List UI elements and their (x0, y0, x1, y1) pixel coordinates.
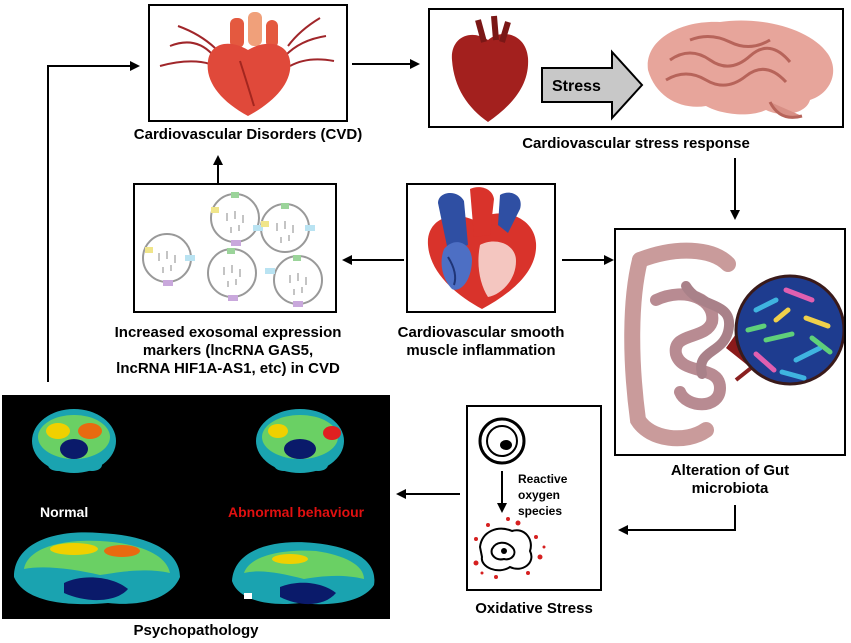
stress-arrow-label: Stress (552, 78, 601, 95)
stress-arrow: Stress (541, 49, 644, 121)
abnormal-behaviour-text: Abnormal behaviour (228, 504, 365, 520)
arrow-psycho-to-cvd (47, 61, 140, 382)
smooth-muscle-label-line-2: muscle inflammation (406, 342, 556, 359)
smooth-muscle-label-line-1: Cardiovascular smooth (397, 324, 565, 341)
exosomal-label: Increased exosomal expression markers (l… (78, 324, 378, 378)
stress-response-box: Stress (428, 8, 844, 128)
ros-cell-illustration: Reactive oxygen species (473, 417, 568, 579)
exosomal-label-line-3: lncRNA HIF1A-AS1, etc) in CVD (116, 360, 340, 377)
smooth-muscle-label: Cardiovascular smooth muscle inflammatio… (371, 324, 591, 360)
brain-scan-abnormal-sagittal (232, 542, 375, 605)
gut-label: Alteration of Gut microbiota (630, 462, 830, 498)
psychopathology-label: Psychopathology (133, 622, 259, 639)
smooth-muscle-box (406, 183, 556, 313)
brain-scan-normal-sagittal (14, 532, 180, 605)
gut-microbiota-illustration (624, 242, 844, 447)
oxidative-box: Reactive oxygen species (466, 405, 602, 591)
oxidative-label: Oxidative Stress (475, 600, 593, 617)
anatomical-heart-icon (451, 34, 529, 122)
gut-label-line-2: microbiota (691, 480, 769, 497)
cvd-box (148, 4, 348, 122)
psychopathology-panel: Normal Abnormal behaviour (2, 395, 390, 619)
arrow-gut-to-oxidative (618, 505, 736, 535)
heart-brain-illustration: Stress (451, 15, 834, 122)
brain-scan-normal-coronal (32, 409, 116, 473)
brain-icon (647, 20, 834, 115)
gut-box (614, 228, 846, 456)
stress-response-label: Cardiovascular stress response (522, 135, 750, 152)
brain-scan-images: Normal Abnormal behaviour (14, 409, 375, 605)
gut-label-line-1: Alteration of Gut (670, 462, 790, 479)
ros-text-line-1: Reactive (518, 472, 568, 486)
exosome-illustration (142, 192, 323, 307)
cell-icon (478, 417, 526, 465)
cvd-label: Cardiovascular Disorders (CVD) (133, 126, 363, 143)
damaged-cell-icon (478, 527, 533, 572)
heart-cross-section-illustration (427, 187, 537, 309)
ros-text-line-2: oxygen (518, 488, 560, 502)
brain-scan-abnormal-coronal (256, 409, 344, 473)
heart-illustration (159, 12, 335, 116)
normal-text: Normal (40, 504, 88, 520)
exosomal-label-line-2: markers (lncRNA GAS5, (142, 342, 314, 359)
ros-text-line-3: species (518, 504, 562, 518)
exosomal-box (133, 183, 337, 313)
exosomal-label-line-1: Increased exosomal expression (114, 324, 342, 341)
